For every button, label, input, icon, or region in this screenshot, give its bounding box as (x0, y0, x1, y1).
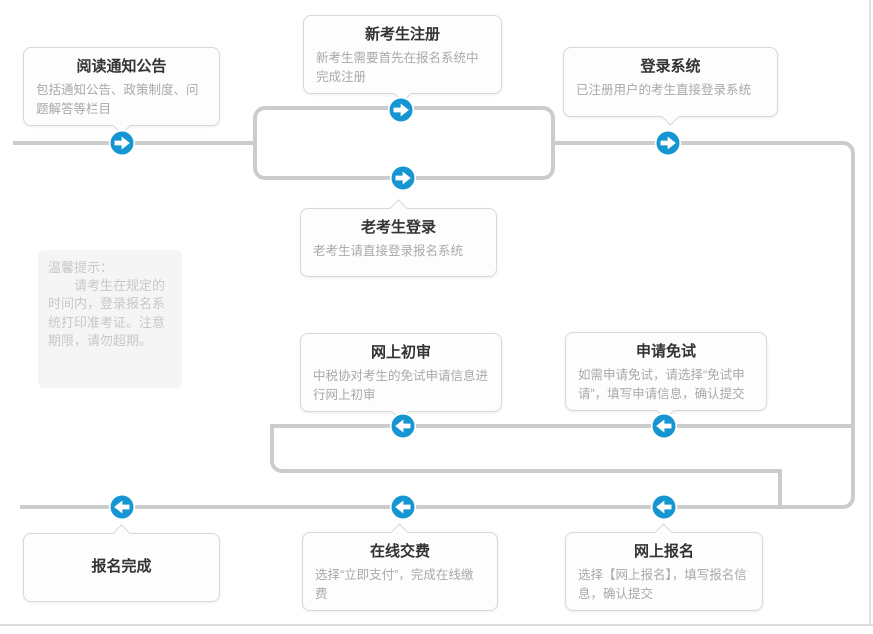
node-title: 网上初审 (370, 344, 431, 361)
callout-tail (111, 524, 131, 543)
arrow-left-circle-icon (389, 493, 417, 521)
node-title: 登录系统 (640, 58, 701, 75)
arrow-right-circle-icon (654, 129, 682, 157)
node-read-notice: 阅读通知公告 包括通知公告、政策制度、问题解答等栏目 (23, 47, 220, 135)
node-description: 已注册用户的考生直接登录系统 (576, 83, 752, 98)
arrow-left-circle-icon (650, 412, 678, 440)
node-old-login: 老考生登录 老考生请直接登录报名系统 (300, 199, 497, 277)
arrow-right-circle-icon (108, 129, 136, 157)
node-signup-complete: 报名完成 (23, 524, 220, 602)
warm-tip-body: 请考生在规定的时间内，登录报名系统打印准考证。注意期限，请勿超期。 (48, 278, 166, 348)
callout-tail (390, 523, 409, 542)
page-bottom-border (0, 624, 873, 626)
connector-loop-exemption (270, 426, 782, 473)
node-description: 老考生请直接登录报名系统 (313, 244, 464, 259)
page-right-border (869, 0, 871, 626)
node-description: 中税协对考生的免试申请信息进行网上初审 (313, 369, 489, 402)
warm-tip-note: 温馨提示： 请考生在规定的时间内，登录报名系统打印准考证。注意期限，请勿超期。 (38, 250, 182, 388)
node-description: 选择【网上报名】，填写报名信息，确认提交 (578, 568, 747, 601)
warm-tip-heading: 温馨提示： (48, 260, 114, 275)
node-description: 如需申请免试，请选择“免试申请”，填写申请信息，确认提交 (578, 368, 745, 401)
connector-line-bottom (20, 505, 553, 509)
node-description: 新考生需要首先在报名系统中完成注册 (316, 51, 479, 84)
node-login-system: 登录系统 已注册用户的考生直接登录系统 (563, 47, 778, 126)
node-online-review: 网上初审 中税协对考生的免试申请信息进行网上初审 (300, 333, 502, 421)
connector-path-right-side (553, 141, 855, 509)
arrow-left-circle-icon (650, 493, 678, 521)
node-description: 包括通知公告、政策制度、问题解答等栏目 (36, 83, 199, 116)
node-title: 网上报名 (633, 543, 694, 560)
connector-line-middle (270, 424, 853, 428)
node-online-signup: 网上报名 选择【网上报名】，填写报名信息，确认提交 (565, 523, 763, 611)
arrow-left-circle-icon (389, 412, 417, 440)
arrow-left-circle-icon (108, 493, 136, 521)
node-title: 申请免试 (635, 343, 696, 360)
arrow-right-circle-icon (389, 164, 417, 192)
node-title: 阅读通知公告 (76, 58, 167, 75)
node-description: 选择“立即支付”，完成在线缴费 (315, 568, 474, 601)
node-title: 在线交费 (369, 543, 430, 560)
node-apply-exemption: 申请免试 如需申请免试，请选择“免试申请”，填写申请信息，确认提交 (565, 332, 767, 420)
connector-drop-exemption (778, 471, 782, 507)
node-online-payment: 在线交费 选择“立即支付”，完成在线缴费 (302, 523, 498, 611)
arrow-right-circle-icon (387, 96, 415, 124)
callout-tail (388, 199, 408, 218)
callout-tail (660, 107, 680, 126)
node-title: 新考生注册 (364, 26, 440, 43)
callout-tail (654, 523, 673, 542)
node-title: 报名完成 (91, 558, 152, 576)
node-new-register: 新考生注册 新考生需要首先在报名系统中完成注册 (303, 15, 502, 103)
node-title: 老考生登录 (360, 219, 436, 236)
